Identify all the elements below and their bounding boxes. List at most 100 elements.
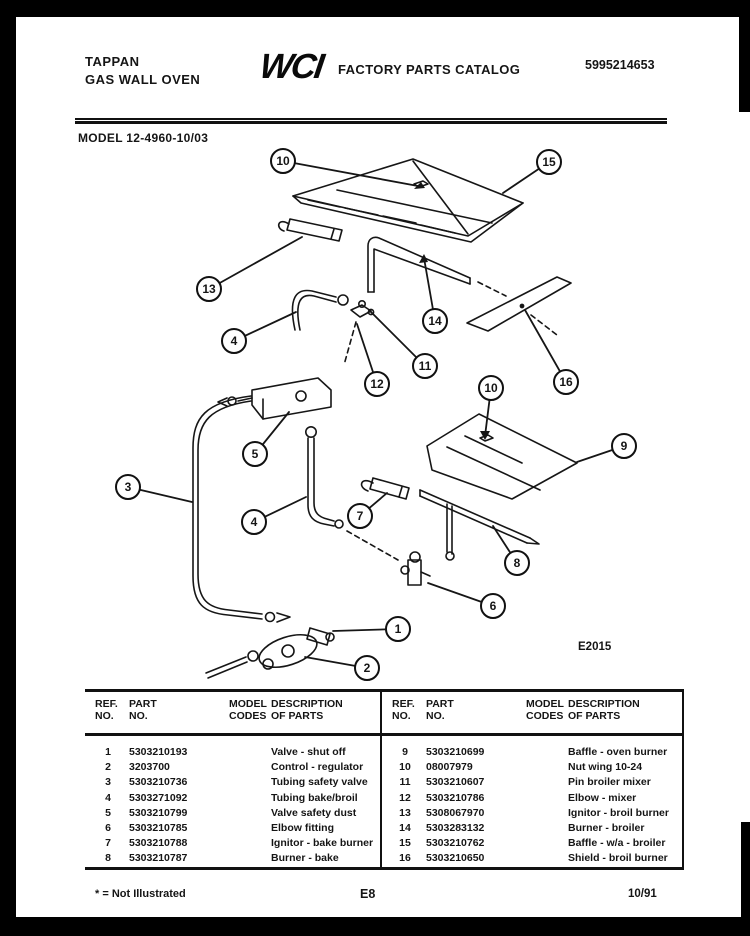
scan-edge-right-top: [739, 0, 750, 112]
callout-13: 13: [196, 276, 222, 302]
parts-table-right: REF. NO. PART NO. MODEL CODES DESCRIPTIO…: [380, 692, 682, 867]
ref-no: 10: [399, 761, 411, 774]
part-no: 5303210736: [129, 776, 188, 789]
part-description: Nut wing 10-24: [568, 761, 643, 774]
part-no: 5303210699: [426, 746, 485, 758]
col-ref-no: REF. NO.: [392, 698, 415, 722]
part-description: Burner - bake: [271, 852, 339, 865]
part-description: Ignitor - broil burner: [568, 806, 669, 819]
part-wing-nut-top: [413, 180, 429, 188]
model-code: [526, 851, 560, 866]
part-no: 5303271092: [129, 791, 188, 804]
model-code: [229, 806, 263, 821]
model-code: [229, 821, 263, 836]
part-description: Pin broiler mixer: [568, 776, 651, 789]
part-description: Ignitor - bake burner: [271, 837, 374, 850]
part-no: 5303210762: [426, 837, 485, 850]
ref-no: 16: [399, 852, 411, 865]
part-supply-tubing: [192, 395, 291, 623]
callout-7: 7: [347, 503, 373, 529]
part-no: 5303210787: [129, 852, 188, 865]
ref-no: 15: [399, 837, 411, 850]
callout-4-upper: 4: [221, 328, 247, 354]
ref-no: 1: [105, 746, 111, 758]
ref-no: 4: [105, 791, 111, 804]
ref-no: 5: [105, 806, 111, 819]
scan-edge-right-bottom: [741, 822, 750, 936]
part-no: 08007979: [426, 761, 473, 774]
callout-8: 8: [504, 550, 530, 576]
part-tubing-lower: [304, 425, 399, 561]
part-tubing-upper: [291, 289, 349, 331]
ref-no: 11: [399, 776, 411, 789]
part-description: Burner - broiler: [568, 822, 645, 835]
part-description: Elbow - mixer: [568, 791, 637, 804]
part-no: 5303210650: [426, 852, 485, 865]
part-safety-dust-valve: [400, 551, 431, 586]
table-row: 12 5303210786 Elbow - mixer: [392, 791, 680, 806]
ref-no: 9: [402, 746, 408, 758]
model-code: [229, 745, 263, 760]
model-code: [526, 791, 560, 806]
table-row: 7 5303210788 Ignitor - bake burner: [95, 836, 378, 851]
part-no: 5303210799: [129, 806, 188, 819]
part-no: 5303210786: [426, 791, 485, 804]
part-mixer-elbow-and-pin: [343, 299, 375, 366]
header-rule-thick: [75, 121, 667, 124]
part-description: Valve - shut off: [271, 746, 346, 758]
table-header-right: REF. NO. PART NO. MODEL CODES DESCRIPTIO…: [382, 692, 682, 736]
table-header-left: REF. NO. PART NO. MODEL CODES DESCRIPTIO…: [85, 692, 380, 736]
ref-no: 6: [105, 822, 111, 835]
part-no: 5303210785: [129, 822, 188, 835]
callout-1: 1: [385, 616, 411, 642]
ref-no: 12: [399, 791, 411, 804]
callout-9: 9: [611, 433, 637, 459]
callout-3: 3: [115, 474, 141, 500]
header-rule-thin: [75, 118, 667, 120]
callout-12: 12: [364, 371, 390, 397]
page-code: E8: [360, 887, 376, 901]
part-bake-ignitor: [360, 477, 410, 500]
ref-no: 7: [105, 837, 111, 850]
ref-no: 3: [105, 776, 111, 789]
catalog-title: FACTORY PARTS CATALOG: [338, 62, 521, 77]
wci-logo: WCI: [257, 47, 325, 86]
part-safety-valve: [217, 377, 332, 420]
scan-edge-top: [0, 0, 750, 17]
model-code: [229, 791, 263, 806]
col-ref-no: REF. NO.: [95, 698, 118, 722]
col-model-codes: MODEL CODES: [526, 698, 564, 722]
col-description: DESCRIPTION OF PARTS: [568, 698, 640, 722]
scan-edge-bottom: [0, 917, 750, 936]
part-description: Shield - broil burner: [568, 852, 668, 865]
part-no: 5303210193: [129, 746, 188, 758]
model-code: [526, 806, 560, 821]
part-description: Tubing bake/broil: [271, 791, 358, 804]
table-row: 16 5303210650 Shield - broil burner: [392, 851, 680, 866]
brand-name: TAPPAN: [85, 54, 140, 69]
parts-table-left: REF. NO. PART NO. MODEL CODES DESCRIPTIO…: [85, 692, 380, 867]
callout-4-lower: 4: [241, 509, 267, 535]
part-description: Elbow fitting: [271, 822, 334, 835]
model-code: [229, 851, 263, 866]
callout-2: 2: [354, 655, 380, 681]
model-code: [526, 836, 560, 851]
ref-no: 13: [399, 806, 411, 819]
model-code: [526, 775, 560, 790]
part-description: Control - regulator: [271, 761, 364, 774]
part-regulator-assembly: [205, 627, 335, 679]
part-oven-baffle: [426, 413, 578, 500]
part-no: 5303210788: [129, 837, 188, 850]
ref-no: 14: [399, 822, 411, 835]
table-row: 1 5303210193 Valve - shut off: [95, 745, 378, 760]
part-no: 3203700: [129, 761, 170, 774]
model-number: MODEL 12-4960-10/03: [78, 131, 209, 145]
